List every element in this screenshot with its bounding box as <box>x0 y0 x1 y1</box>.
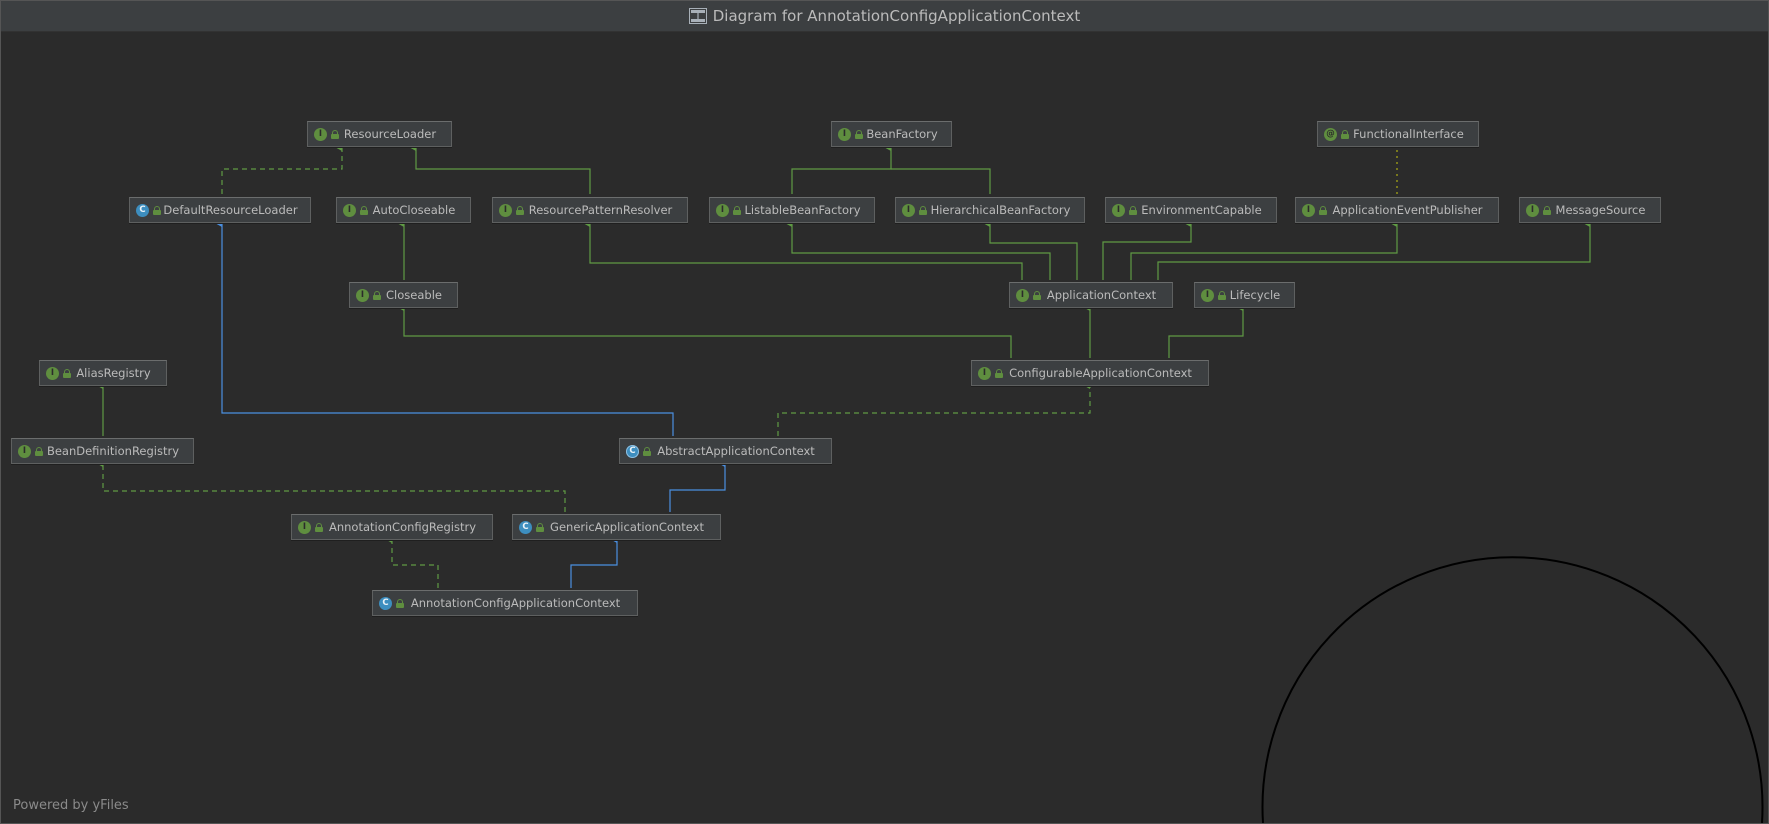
public-icon <box>516 205 524 215</box>
node-resourceloader[interactable]: I ResourceLoader <box>307 121 452 147</box>
powered-by-label: Powered by yFiles <box>13 798 129 813</box>
public-icon <box>1129 205 1137 215</box>
public-icon <box>331 129 339 139</box>
public-icon <box>35 446 43 456</box>
public-icon <box>536 522 544 532</box>
public-icon <box>396 598 404 608</box>
interface-icon: I <box>46 366 59 380</box>
node-defaultresourceloader[interactable]: C DefaultResourceLoader <box>129 197 311 223</box>
node-genericapplicationcontext[interactable]: C GenericApplicationContext <box>512 514 721 540</box>
class-icon: C <box>519 520 532 534</box>
edge-hierarchicalbeanfactory-beanfactory <box>891 168 991 194</box>
node-environmentcapable[interactable]: I EnvironmentCapable <box>1105 197 1277 223</box>
public-icon <box>1033 290 1041 300</box>
node-resourcepatternresolver[interactable]: I ResourcePatternResolver <box>492 197 688 223</box>
node-annotationconfigregistry[interactable]: I AnnotationConfigRegistry <box>291 514 493 540</box>
diagram-edges <box>94 141 1764 823</box>
node-aliasregistry[interactable]: I AliasRegistry <box>39 360 167 386</box>
class-icon: C <box>379 596 392 610</box>
node-applicationeventpublisher[interactable]: I ApplicationEventPublisher <box>1295 197 1499 223</box>
node-beanfactory[interactable]: I BeanFactory <box>831 121 952 147</box>
edge-genericapplicationcontext-beandefinitionregistry <box>94 457 566 512</box>
node-applicationcontext[interactable]: I ApplicationContext <box>1009 282 1173 308</box>
window-titlebar[interactable]: Diagram for AnnotationConfigApplicationC… <box>1 1 1768 32</box>
node-beandefinitionregistry[interactable]: I BeanDefinitionRegistry <box>11 438 194 464</box>
edge-abstractapplicationcontext-defaultresourceloader <box>213 217 674 436</box>
edge-annotationconfigapplicationcontext-annotationconfigregistry <box>383 533 439 588</box>
cursor-circle <box>1261 556 1764 823</box>
public-icon <box>63 368 71 378</box>
public-icon <box>995 368 1003 378</box>
interface-icon: I <box>1016 288 1029 302</box>
interface-icon: I <box>343 203 356 217</box>
edge-abstractapplicationcontext-configurableapplicationcontext <box>777 379 1091 436</box>
node-annotationconfigapplicationcontext[interactable]: C AnnotationConfigApplicationContext <box>372 590 638 616</box>
interface-icon: I <box>1526 203 1539 217</box>
node-messagesource[interactable]: I MessageSource <box>1519 197 1661 223</box>
interface-icon: I <box>1302 203 1315 217</box>
public-icon <box>643 446 651 456</box>
public-icon <box>153 205 161 215</box>
interface-icon: I <box>499 203 512 217</box>
interface-icon: I <box>1201 288 1214 302</box>
interface-icon: I <box>978 366 991 380</box>
diagram-canvas[interactable]: I ResourceLoader I BeanFactory @ Functio… <box>1 32 1768 823</box>
edge-applicationcontext-listablebeanfactory <box>783 217 1051 280</box>
interface-icon: I <box>298 520 311 534</box>
edge-applicationcontext-hierarchicalbeanfactory <box>981 217 1078 280</box>
public-icon <box>1218 290 1226 300</box>
public-icon <box>733 205 741 215</box>
public-icon <box>315 522 323 532</box>
edge-genericapplicationcontext-abstractapplicationcontext <box>669 457 726 512</box>
edge-resourcepatternresolver-resourceloader <box>407 141 591 194</box>
public-icon <box>1341 129 1349 139</box>
interface-icon: I <box>1112 203 1125 217</box>
interface-icon: I <box>838 127 851 141</box>
interface-icon: I <box>902 203 915 217</box>
node-listablebeanfactory[interactable]: I ListableBeanFactory <box>709 197 875 223</box>
node-autocloseable[interactable]: I AutoCloseable <box>336 197 471 223</box>
node-closeable[interactable]: I Closeable <box>349 282 458 308</box>
interface-icon: I <box>18 444 31 458</box>
edge-annotationconfigapplicationcontext-genericapplicationcontext <box>570 533 618 588</box>
public-icon <box>360 205 368 215</box>
node-functionalinterface[interactable]: @ FunctionalInterface <box>1317 121 1479 147</box>
interface-icon: I <box>356 288 369 302</box>
public-icon <box>1543 205 1551 215</box>
class-icon: C <box>136 203 149 217</box>
window-title: Diagram for AnnotationConfigApplicationC… <box>712 7 1081 25</box>
node-lifecycle[interactable]: I Lifecycle <box>1194 282 1295 308</box>
interface-icon: I <box>716 203 729 217</box>
public-icon <box>373 290 381 300</box>
abstract-class-icon: C <box>626 444 639 458</box>
node-configurableapplicationcontext[interactable]: I ConfigurableApplicationContext <box>971 360 1209 386</box>
node-abstractapplicationcontext[interactable]: C AbstractApplicationContext <box>619 438 832 464</box>
interface-icon: I <box>314 127 327 141</box>
public-icon <box>1319 205 1327 215</box>
edge-applicationcontext-environmentcapable <box>1102 217 1192 280</box>
edge-applicationcontext-messagesource <box>1157 217 1591 280</box>
public-icon <box>919 205 927 215</box>
edge-listablebeanfactory-beanfactory <box>791 141 892 194</box>
edge-defaultresourceloader-resourceloader <box>221 141 343 194</box>
edge-configurableapplicationcontext-lifecycle <box>1168 301 1244 358</box>
edge-configurableapplicationcontext-closeable <box>395 301 1012 358</box>
node-hierarchicalbeanfactory[interactable]: I HierarchicalBeanFactory <box>895 197 1085 223</box>
public-icon <box>855 129 863 139</box>
edge-applicationcontext-applicationeventpublisher <box>1130 217 1398 280</box>
edge-applicationcontext-resourcepatternresolver <box>581 217 1023 280</box>
diagram-icon <box>688 8 707 24</box>
annotation-icon: @ <box>1324 127 1337 141</box>
